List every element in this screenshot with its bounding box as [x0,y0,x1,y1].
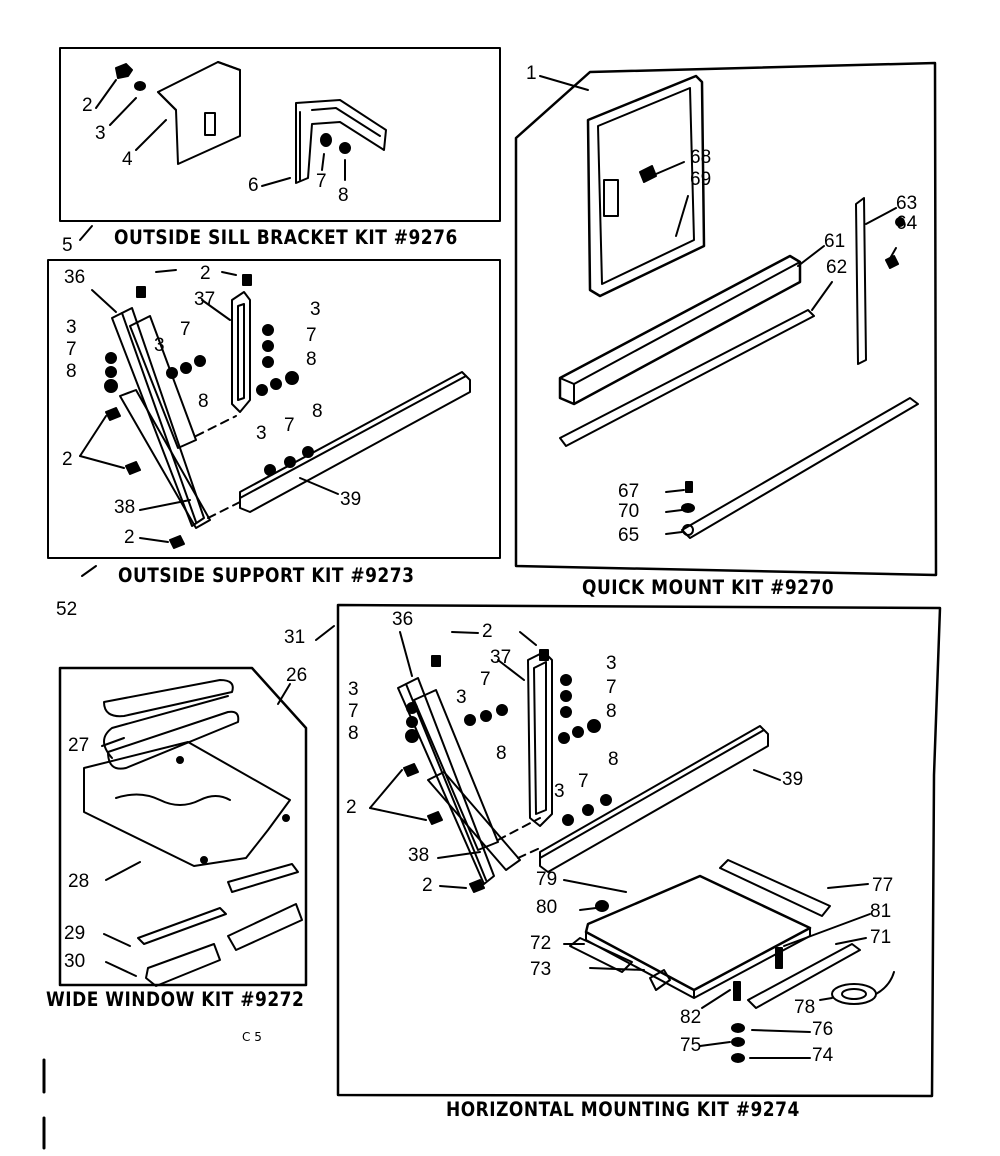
kit-number-outside-support: 52 [56,599,78,620]
quick-mount-parts [539,74,919,539]
callout: 8 [306,349,317,370]
callout: 67 [618,481,640,502]
callout: 76 [812,1019,834,1040]
callout: 62 [826,257,848,278]
callout: 77 [872,875,894,896]
callout: 70 [618,501,640,522]
callout: 3 [154,335,165,356]
callout: 2 [124,527,135,548]
callout: 3 [95,123,106,144]
callout: 69 [690,169,712,190]
horizontal-mounting-parts [315,625,895,1063]
kit-number-quick-mount: 1 [526,63,537,84]
callout: 8 [606,701,617,722]
kit-number-wide-window: 26 [286,665,308,686]
callout: 3 [456,687,467,708]
callout: 63 [896,193,918,214]
callout: 38 [408,845,430,866]
callout: 28 [68,871,90,892]
callout: 7 [306,325,317,346]
callout: 6 [248,175,259,196]
support-kit-parts [79,269,471,577]
callout: 8 [338,185,349,206]
callout: 8 [66,361,77,382]
callout: 37 [490,647,512,668]
callout: 7 [606,677,617,698]
callout: 81 [870,901,892,922]
callout: 7 [66,339,77,360]
callout: 7 [348,701,359,722]
callout: 38 [114,497,136,518]
wide-window-parts [83,679,303,987]
callout: 8 [312,401,323,422]
callout: 75 [680,1035,702,1056]
kit-number-horizontal-mounting: 31 [284,627,306,648]
callout: 7 [316,171,327,192]
callout: 4 [122,149,133,170]
callout: 29 [64,923,86,944]
callout: 78 [794,997,816,1018]
callout: 65 [618,525,640,546]
callout: 3 [606,653,617,674]
callout: 68 [690,147,712,168]
kit-box-wide-window [58,666,308,987]
kit-title-wide-window: WIDE WINDOW KIT #9272 [46,988,305,1012]
callout: 30 [64,951,86,972]
kit-title-quick-mount: QUICK MOUNT KIT #9270 [582,576,835,600]
callout: 27 [68,735,90,756]
callout: 3 [66,317,77,338]
callout: 3 [348,679,359,700]
kit-number-outside-sill-bracket: 5 [62,235,73,256]
callout: 71 [870,927,892,948]
callout: 3 [310,299,321,320]
kit-title-horizontal-mounting: HORIZONTAL MOUNTING KIT #9274 [446,1098,800,1122]
sill-bracket-parts [79,61,387,241]
callout: 82 [680,1007,702,1028]
callout: 7 [578,771,589,792]
callout: 3 [554,781,565,802]
callout: 2 [62,449,73,470]
kit-box-quick-mount [514,61,938,577]
callout: 36 [392,609,414,630]
callout: 80 [536,897,558,918]
callout: 39 [782,769,804,790]
callout: 7 [284,415,295,436]
callout: 8 [496,743,507,764]
callout: 73 [530,959,552,980]
callout: 2 [82,95,93,116]
callout: 8 [348,723,359,744]
callout: 61 [824,231,846,252]
callout: 79 [536,869,558,890]
callout: 2 [346,797,357,818]
callout: 64 [896,213,918,234]
kit-box-outside-sill-bracket [59,47,501,222]
kit-box-horizontal-mounting [336,603,942,1098]
callout: 74 [812,1045,834,1066]
callout: 7 [480,669,491,690]
callout: 3 [256,423,267,444]
callout: 7 [180,319,191,340]
kit-title-outside-support: OUTSIDE SUPPORT KIT #9273 [118,564,415,588]
kit-box-outside-support [47,259,501,559]
callout: 8 [608,749,619,770]
callout: 8 [198,391,209,412]
callout: 37 [194,289,216,310]
callout: 2 [200,263,211,284]
corner-mark: C 5 [242,1030,262,1044]
callout: 72 [530,933,552,954]
kit-title-outside-sill-bracket: OUTSIDE SILL BRACKET KIT #9276 [114,226,458,250]
callout: 39 [340,489,362,510]
callout: 2 [482,621,493,642]
callout: 2 [422,875,433,896]
callout: 36 [64,267,86,288]
